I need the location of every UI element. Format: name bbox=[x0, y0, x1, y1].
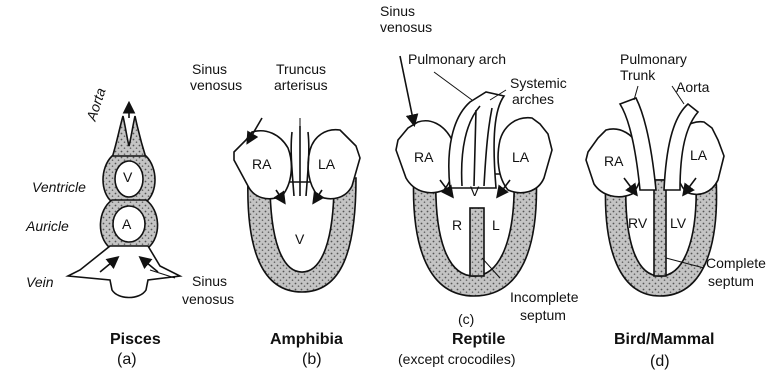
bird-caption-name: Bird/Mammal bbox=[614, 332, 714, 347]
amphibia-v-label: V bbox=[295, 232, 304, 247]
reptile-la-label: LA bbox=[512, 150, 529, 165]
pisces-heart bbox=[68, 104, 180, 298]
amphibia-sinus-label-2: venosus bbox=[190, 78, 242, 93]
reptile-sinus-label-2: venosus bbox=[380, 20, 432, 35]
reptile-systemic-label-2: arches bbox=[512, 92, 554, 107]
reptile-pulmonary-arch-label: Pulmonary arch bbox=[408, 52, 506, 67]
amphibia-la-label: LA bbox=[318, 157, 335, 172]
pisces-sinus-label-1: Sinus bbox=[192, 274, 227, 289]
pisces-v-label: V bbox=[123, 170, 132, 185]
bird-mammal-complete-septum bbox=[654, 180, 666, 276]
pisces-sinus-venosus bbox=[68, 246, 180, 298]
pisces-auricle-label: Auricle bbox=[26, 219, 69, 234]
pisces-ventricle-label: Ventricle bbox=[32, 180, 86, 195]
reptile-r-label: R bbox=[452, 218, 462, 233]
reptile-sinus-label-1: Sinus bbox=[380, 4, 415, 19]
bird-la-label: LA bbox=[690, 148, 707, 163]
bird-complete-label-2: septum bbox=[708, 274, 754, 289]
amphibia-truncus-label-2: arterisus bbox=[274, 78, 328, 93]
reptile-ra-label: RA bbox=[414, 150, 433, 165]
pisces-caption-letter: (a) bbox=[117, 352, 137, 367]
amphibia-caption-letter: (b) bbox=[302, 352, 322, 367]
pisces-aorta-vessel bbox=[112, 116, 146, 158]
reptile-v-label: V bbox=[470, 184, 479, 199]
amphibia-heart bbox=[234, 118, 360, 292]
bird-caption-letter: (d) bbox=[650, 354, 670, 369]
bird-complete-label-1: Complete bbox=[706, 256, 766, 271]
reptile-incomplete-label-1: Incomplete bbox=[510, 290, 578, 305]
amphibia-truncus-label-1: Truncus bbox=[276, 62, 326, 77]
amphibia-truncus-arteriosus bbox=[291, 126, 309, 196]
reptile-caption-letter: (c) bbox=[458, 312, 474, 327]
amphibia-ra-label: RA bbox=[252, 157, 271, 172]
bird-ra-label: RA bbox=[604, 154, 623, 169]
reptile-systemic-label-1: Systemic bbox=[510, 76, 567, 91]
reptile-l-label: L bbox=[492, 218, 500, 233]
reptile-caption-note: (except crocodiles) bbox=[398, 352, 516, 367]
reptile-arches bbox=[449, 92, 504, 188]
reptile-incomplete-septum bbox=[470, 208, 484, 276]
bird-pulmonary-label-1: Pulmonary bbox=[620, 52, 687, 67]
pisces-vein-label: Vein bbox=[26, 275, 54, 290]
bird-mammal-heart bbox=[586, 86, 724, 296]
bird-lv-label: LV bbox=[670, 216, 686, 231]
bird-aorta-label: Aorta bbox=[676, 80, 709, 95]
reptile-incomplete-label-2: septum bbox=[520, 308, 566, 323]
pisces-caption-name: Pisces bbox=[110, 332, 161, 347]
reptile-caption-name: Reptile bbox=[452, 332, 505, 347]
pisces-sinus-label-2: venosus bbox=[182, 292, 234, 307]
bird-rv-label: RV bbox=[628, 216, 647, 231]
pisces-a-label: A bbox=[122, 217, 131, 232]
bird-pulmonary-label-2: Trunk bbox=[620, 68, 655, 83]
amphibia-caption-name: Amphibia bbox=[270, 332, 343, 347]
amphibia-sinus-label-1: Sinus bbox=[192, 62, 227, 77]
